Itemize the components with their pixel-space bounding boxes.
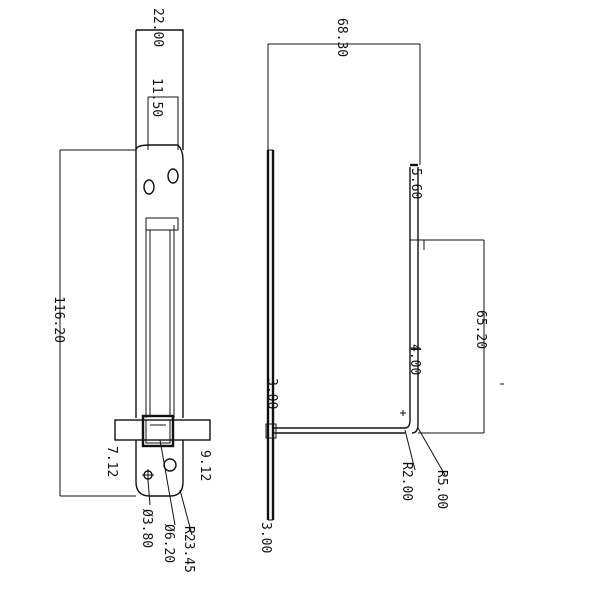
arm-clamp (265, 423, 277, 439)
dim-line-68 (267, 43, 421, 165)
nut-block (141, 414, 175, 448)
bracket-body (135, 144, 184, 418)
top-slot (147, 96, 179, 150)
front-view-outline (135, 29, 184, 150)
dim-offset-left: 7.12 (104, 446, 119, 477)
horizontal-arm (273, 427, 405, 434)
dim-hole-dia-large: Ø6.20 (161, 524, 176, 563)
dim-line-116 (59, 149, 136, 497)
dim-bracket-thickness: 4.00 (407, 344, 422, 375)
side-view-dimensions (267, 43, 485, 476)
lower-hole-large (163, 458, 177, 472)
lower-tab (135, 440, 184, 497)
dim-side-width: 68.30 (334, 18, 349, 57)
base-plate (266, 150, 275, 520)
dim-plate-edge: 3.00 (258, 522, 273, 553)
base-plate-ends (268, 149, 273, 521)
dim-bend-radius-inner: R2.00 (399, 462, 414, 501)
upper-slot-hole-1 (143, 179, 155, 195)
dim-hole-dia-small: Ø3.80 (139, 509, 154, 548)
dim-width-top: 22.00 (150, 8, 165, 47)
upper-slot-bridge (145, 217, 179, 231)
dim-bracket-height: 65.20 (473, 310, 488, 349)
lower-hole-small-cross (142, 469, 154, 481)
front-view (114, 29, 211, 497)
dim-overall-length: 116.20 (51, 296, 66, 343)
front-view-dimensions (59, 149, 193, 536)
dim-slot-width: 11.50 (149, 78, 164, 117)
bend-mark (400, 410, 406, 416)
upright-step (410, 239, 425, 349)
side-view (265, 149, 425, 521)
dim-line-radius-leaders (404, 427, 446, 476)
cross-bar (114, 419, 211, 441)
inner-rail (145, 225, 175, 418)
upper-slot-hole-2 (167, 168, 179, 184)
dim-offset-right: 9.12 (197, 450, 212, 481)
dim-line-65 (418, 239, 485, 434)
dim-corner-radius: R23.45 (181, 526, 196, 573)
dim-bracket-depth: 5.60 (408, 168, 423, 199)
upright (404, 167, 419, 434)
dim-bend-radius-outer: R5.00 (434, 470, 449, 509)
nut-detail (145, 419, 171, 444)
dim-line-leaders (147, 439, 193, 536)
dim-plate-thickness: 3.00 (264, 378, 279, 409)
